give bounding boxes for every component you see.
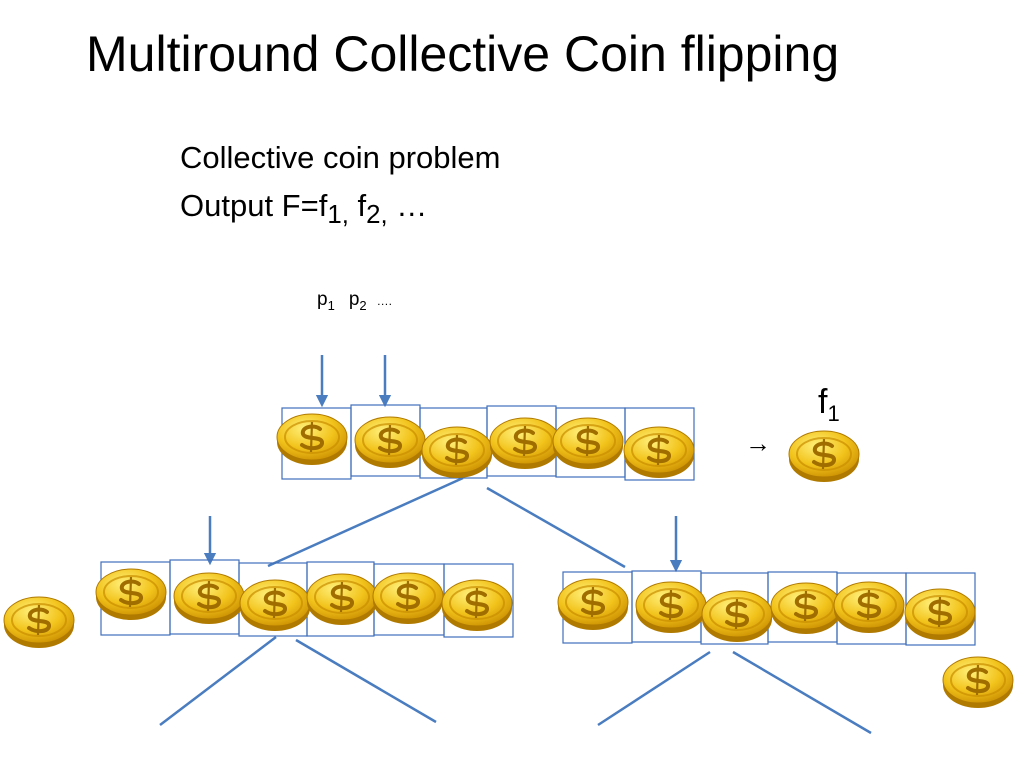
- right-arrow-icon: →: [745, 428, 771, 458]
- coin-icon: [94, 567, 168, 622]
- player-ellipsis: ….: [376, 294, 392, 308]
- coin-icon: [440, 578, 514, 633]
- coin-icon: [371, 571, 445, 626]
- coin-icon: [556, 577, 630, 632]
- output-sub-2: 2,: [366, 201, 388, 230]
- coin-icon: [700, 589, 774, 644]
- output-mid: f: [348, 188, 367, 223]
- coin-icon: [488, 416, 562, 471]
- coin-icon: [420, 425, 494, 480]
- coin-icon: [622, 425, 696, 480]
- slide-title: Multiround Collective Coin flipping: [86, 26, 840, 82]
- root-coin-row: [275, 404, 696, 481]
- player-labels: p1 p2 ….: [317, 288, 392, 318]
- player-input-arrows: [203, 355, 683, 573]
- coin-icon: [903, 587, 977, 642]
- coin-icon: [832, 580, 906, 635]
- connector-right-right: [732, 650, 872, 735]
- bullet-collective-coin-problem: Collective coin problem: [180, 140, 501, 175]
- coin-icon: [238, 578, 312, 633]
- player-label-2: p2: [348, 289, 367, 313]
- output-prefix: Output F=f: [180, 188, 328, 223]
- coin-icon: [275, 412, 349, 467]
- coin-icon: [941, 655, 1015, 710]
- body-text: Collective coin problem Output F=f1, f2,…: [180, 134, 500, 239]
- output-sub-1: 1,: [327, 201, 349, 230]
- coin-icon: [172, 571, 246, 626]
- connector-left-right: [295, 638, 437, 724]
- connector-root-left: [267, 476, 464, 568]
- bullet-output-sequence: Output F=f1, f2, …: [180, 182, 500, 239]
- coin-icon: [551, 416, 625, 471]
- output-f1-label: f1: [818, 383, 840, 426]
- tree-connectors: [159, 476, 872, 735]
- left-coin-row: [94, 559, 514, 638]
- coin-icon: [305, 572, 379, 627]
- coin-icon: [787, 429, 861, 484]
- connector-left-left: [159, 636, 277, 726]
- coin-icon: [353, 415, 427, 470]
- right-coin-row: [556, 570, 977, 646]
- coin-icon: [2, 595, 76, 650]
- output-suffix: …: [387, 188, 428, 223]
- coin-icon: [634, 580, 708, 635]
- coin-icon: [769, 581, 843, 636]
- player-label-1: p1: [317, 289, 335, 313]
- connector-right-left: [597, 650, 711, 727]
- connector-root-right: [486, 486, 626, 569]
